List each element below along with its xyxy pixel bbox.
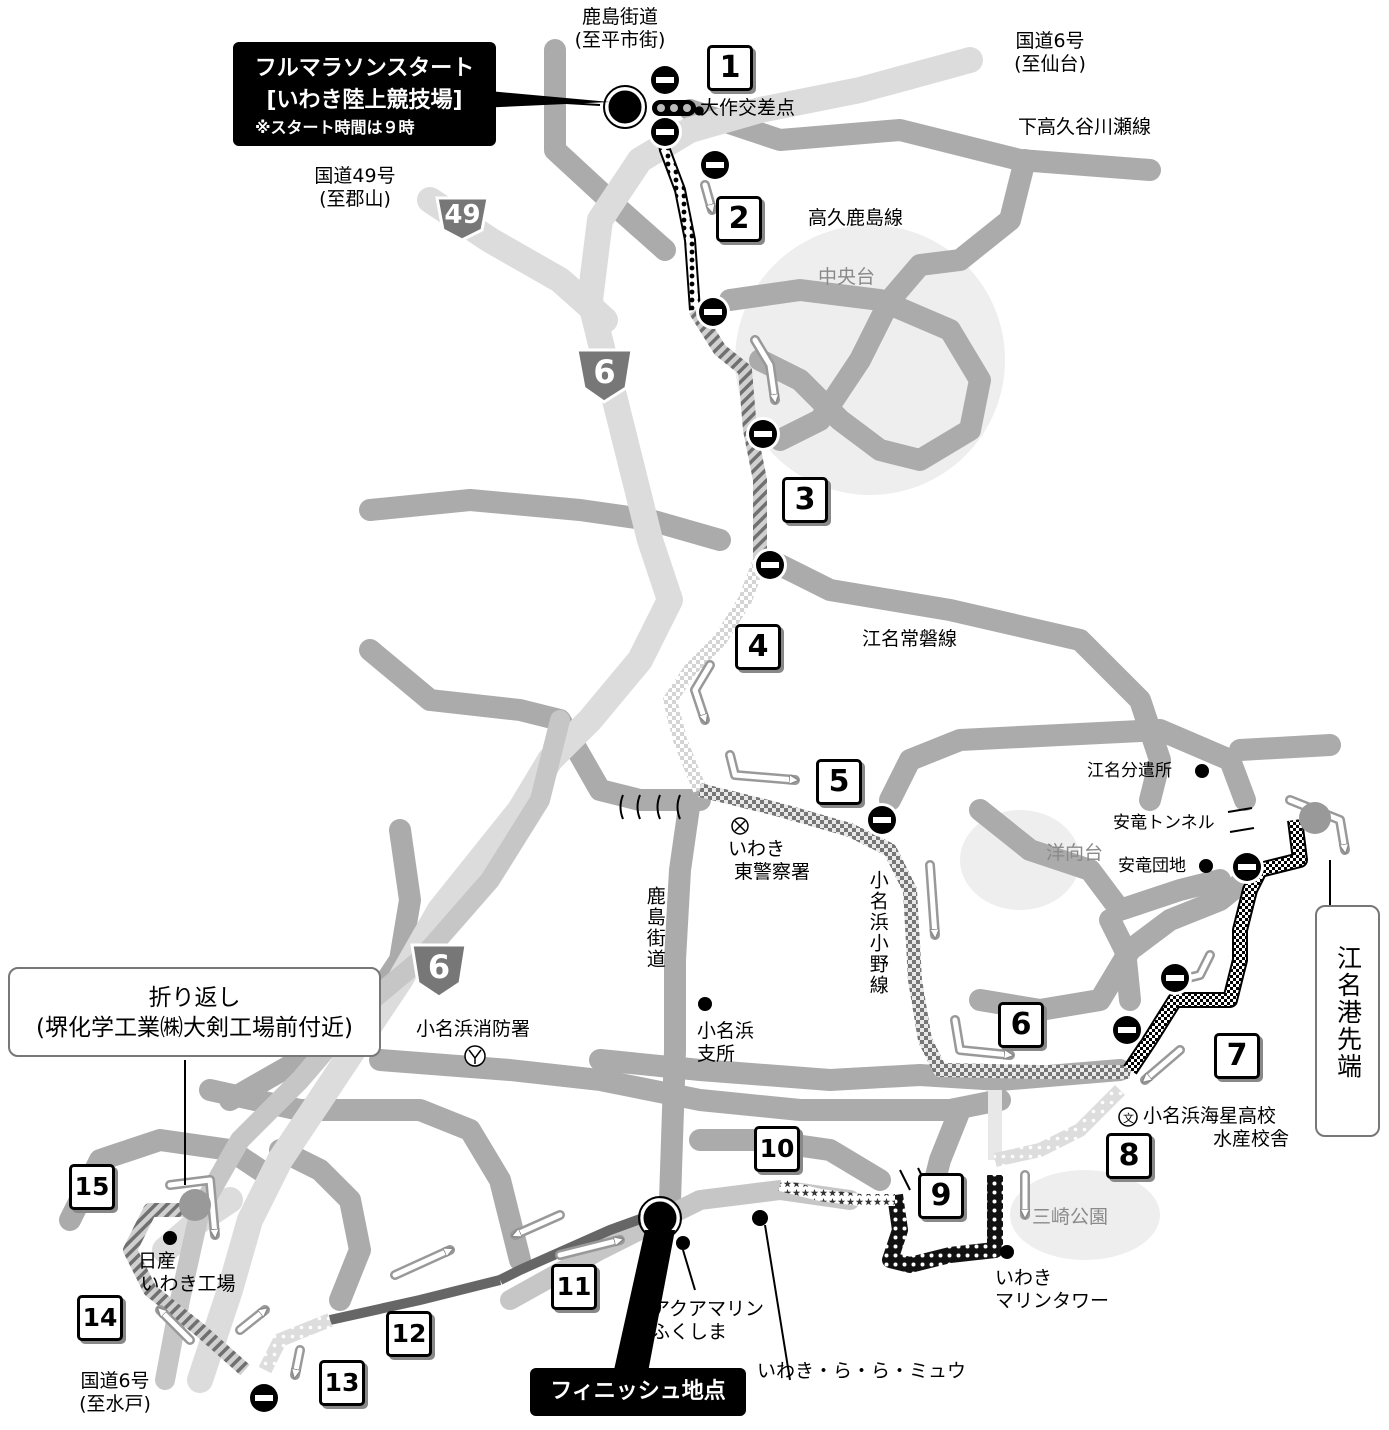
checkpoint-2: 2 bbox=[716, 196, 762, 242]
road-label-kashima-vertical: 鹿島街道 bbox=[643, 886, 666, 970]
route-6-shield: 6 bbox=[427, 948, 451, 986]
start-note: ※スタート時間は９時 bbox=[255, 118, 415, 137]
port-tip-box: 江名港先端 bbox=[1315, 905, 1380, 1137]
turnaround-location: (堺化学工業㈱大剣工場前付近) bbox=[36, 1015, 353, 1041]
place-label-anryu-tunnel: 安竜トンネル bbox=[1113, 813, 1215, 833]
start-title: フルマラソンスタート bbox=[254, 56, 475, 81]
place-label-lalamew: いわき・ら・ら・ミュウ bbox=[757, 1360, 967, 1382]
checkpoint-10: 10 bbox=[754, 1126, 800, 1172]
road-label-takaku: 高久鹿島線 bbox=[808, 207, 904, 229]
place-label-ena-branch: 江名分遣所 bbox=[1087, 761, 1172, 781]
start-venue: [いわき陸上競技場] bbox=[266, 88, 463, 113]
place-label-school: 小名浜海星高校水産校舎 bbox=[1143, 1105, 1290, 1150]
place-label-aquamarine: アクアマリンふくしま bbox=[651, 1298, 765, 1343]
road-label-onahama-ono: 小名浜小野線 bbox=[866, 870, 889, 996]
place-label-fire-station: 小名浜消防署 bbox=[416, 1018, 531, 1040]
road-label-kashima-north: 鹿島街道(至平市街) bbox=[574, 6, 666, 51]
route-49-shield: 49 bbox=[444, 200, 481, 230]
turnaround-title: 折り返し bbox=[148, 985, 241, 1011]
road-label-shimotakaku: 下高久谷川瀬線 bbox=[1018, 116, 1152, 138]
checkpoint-15: 15 bbox=[69, 1164, 115, 1210]
checkpoint-6: 6 bbox=[998, 1002, 1044, 1048]
road-label-route6-north: 国道6号(至仙台) bbox=[1014, 30, 1086, 75]
place-label-anryu-danchi: 安竜団地 bbox=[1118, 856, 1186, 876]
area-label-chuodai: 中央台 bbox=[818, 266, 876, 288]
checkpoint-14: 14 bbox=[77, 1295, 123, 1341]
place-label-osaku-intersection: 大作交差点 bbox=[700, 97, 796, 119]
checkpoint-9: 9 bbox=[918, 1173, 964, 1219]
route-6-shield: 6 bbox=[593, 353, 616, 391]
place-label-nissan: 日産いわき工場 bbox=[138, 1250, 236, 1295]
area-label-misaki-park: 三崎公園 bbox=[1032, 1206, 1109, 1228]
checkpoint-7: 7 bbox=[1214, 1033, 1260, 1079]
finish-box: フィニッシュ地点 bbox=[530, 1368, 746, 1416]
svg-text:文: 文 bbox=[1123, 1111, 1134, 1125]
road-label-route6-south: 国道6号(至水戸) bbox=[79, 1370, 151, 1415]
place-label-marine-tower: いわきマリンタワー bbox=[995, 1267, 1110, 1312]
start-box: フルマラソンスタート [いわき陸上競技場] ※スタート時間は９時 bbox=[233, 42, 496, 146]
checkpoint-13: 13 bbox=[319, 1360, 365, 1406]
checkpoint-3: 3 bbox=[782, 477, 828, 523]
svg-text:●: ● bbox=[694, 103, 704, 117]
area-label-yokodai: 洋向台 bbox=[1046, 842, 1104, 864]
port-tip-label: 江名港先端 bbox=[1333, 945, 1363, 1080]
checkpoint-11: 11 bbox=[551, 1264, 597, 1310]
road-label-ena-joban: 江名常磐線 bbox=[862, 628, 958, 650]
place-label-police: いわき東警察署 bbox=[728, 838, 810, 883]
checkpoint-1: 1 bbox=[707, 45, 753, 91]
checkpoint-5: 5 bbox=[816, 759, 862, 805]
place-label-branch-office: 小名浜支所 bbox=[697, 1020, 755, 1065]
checkpoint-8: 8 bbox=[1106, 1133, 1152, 1179]
turnaround-box: 折り返し (堺化学工業㈱大剣工場前付近) bbox=[8, 967, 381, 1057]
checkpoint-4: 4 bbox=[735, 624, 781, 670]
checkpoint-12: 12 bbox=[386, 1311, 432, 1357]
road-label-route49: 国道49号(至郡山) bbox=[314, 165, 396, 210]
